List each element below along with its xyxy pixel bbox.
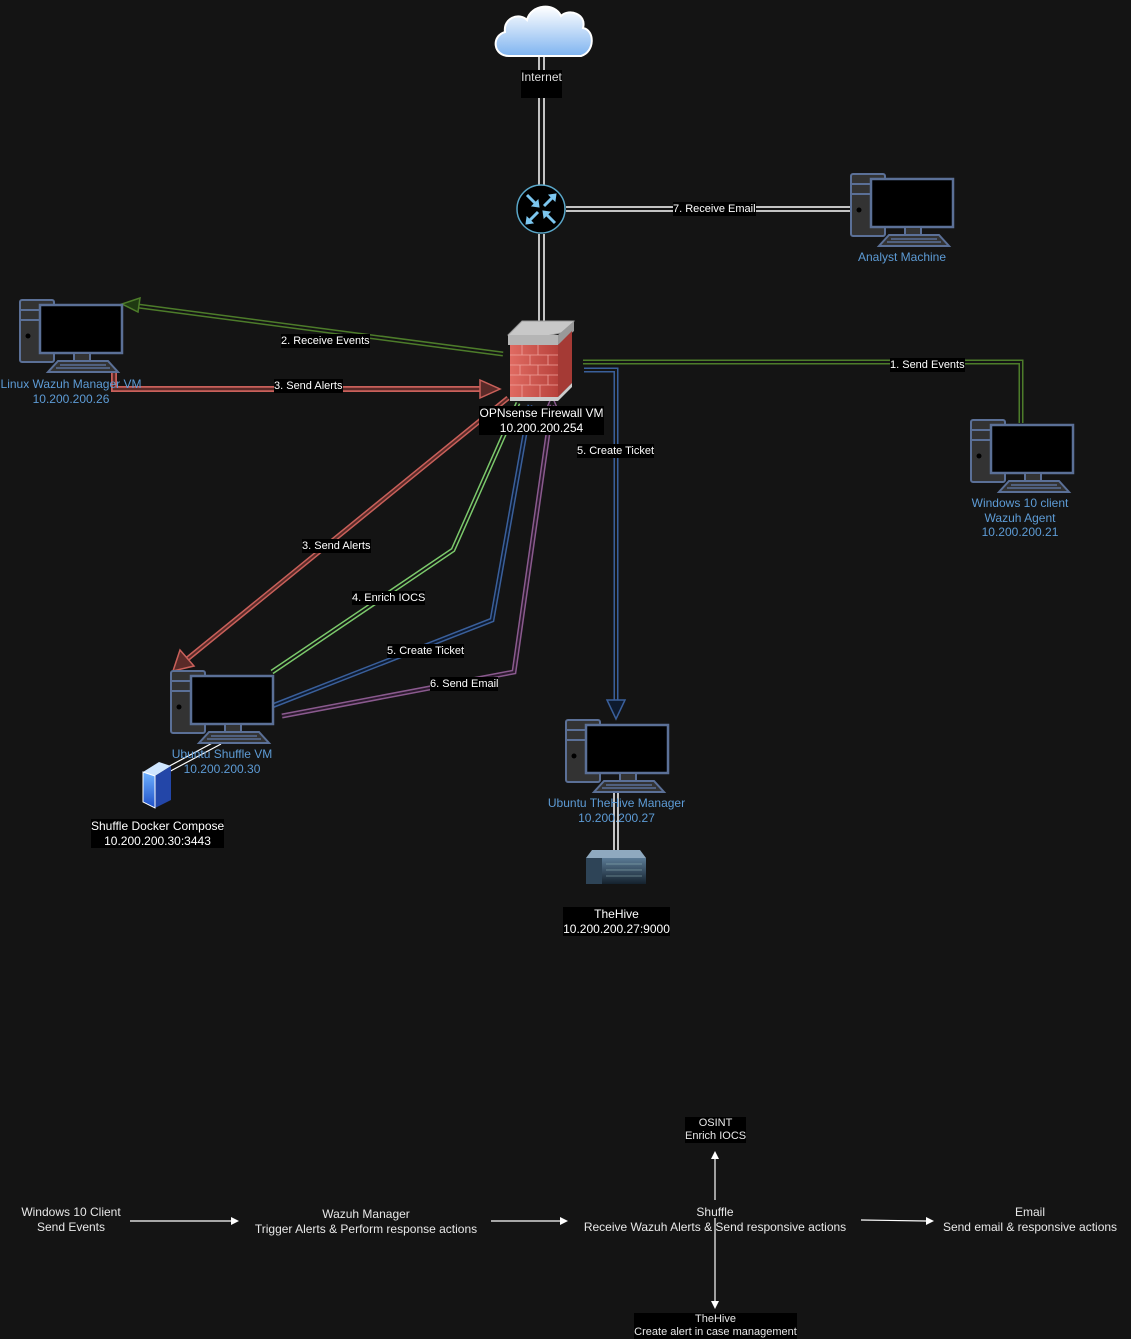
thehive-manager-label: Ubuntu TheHive Manager 10.200.200.27	[546, 796, 687, 825]
cloud-icon	[494, 5, 593, 57]
shuffle-name: Ubuntu Shuffle VM	[171, 747, 273, 761]
flow-shuffle: Shuffle Receive Wazuh Alerts & Send resp…	[578, 1205, 852, 1235]
flow-email: Email Send email & responsive actions	[938, 1205, 1122, 1235]
edge-enrich-iocs	[270, 401, 521, 675]
thehive-manager-ip: 10.200.200.27	[578, 810, 655, 825]
flow-wazuh-desc: Trigger Alerts & Perform response action…	[254, 1222, 478, 1236]
flow-windows: Windows 10 Client Send Events	[12, 1205, 130, 1235]
analyst-label: Analyst Machine	[857, 250, 947, 264]
flow-thehive-title: TheHive	[695, 1313, 736, 1325]
arrowhead-receive-events	[120, 296, 141, 314]
thehive-ip: 10.200.200.27:9000	[563, 921, 670, 936]
flow-wazuh: Wazuh Manager Trigger Alerts & Perform r…	[246, 1207, 486, 1237]
wazuh-label: Linux Wazuh Manager VM 10.200.200.26	[0, 377, 142, 406]
shuffle-label: Ubuntu Shuffle VM 10.200.200.30	[166, 747, 278, 776]
edge-label-receive-email: 7. Receive Email	[673, 202, 756, 216]
flow-shuffle-desc: Receive Wazuh Alerts & Send responsive a…	[583, 1220, 847, 1234]
firewall-name: OPNsense Firewall VM	[479, 406, 604, 420]
shuffle-vm-icon[interactable]	[169, 669, 275, 745]
internet-label: Internet	[521, 70, 562, 98]
firewall-icon[interactable]	[507, 320, 575, 401]
arrowhead-send-alerts-wazuh	[479, 378, 502, 400]
shuffle-ip: 10.200.200.30	[183, 761, 261, 776]
flow-arrow-wazuh-shuffle	[491, 1217, 568, 1225]
windows-sublabel: Wazuh Agent	[984, 510, 1056, 525]
flow-windows-title: Windows 10 Client	[21, 1205, 121, 1219]
thehive-manager-icon[interactable]	[564, 718, 670, 794]
flow-email-desc: Send email & responsive actions	[942, 1220, 1118, 1234]
wazuh-manager-icon[interactable]	[18, 298, 124, 374]
windows-ip: 10.200.200.21	[981, 525, 1059, 539]
firewall-ip: 10.200.200.254	[499, 420, 584, 435]
thehive-manager-name: Ubuntu TheHive Manager	[547, 796, 686, 810]
edge-label-receive-events: 2. Receive Events	[281, 334, 370, 348]
edge-label-send-events: 1. Send Events	[890, 358, 965, 372]
flow-arrow-shuffle-osint	[711, 1151, 719, 1200]
flow-thehive-desc: Create alert in case management	[634, 1326, 797, 1338]
flow-thehive: TheHive Create alert in case management	[634, 1313, 797, 1339]
thehive-label: TheHive 10.200.200.27:9000	[563, 907, 670, 936]
edge-label-enrich-iocs: 4. Enrich IOCS	[352, 591, 426, 605]
docker-name: Shuffle Docker Compose	[91, 819, 225, 833]
windows-name: Windows 10 client	[971, 496, 1069, 510]
edge-router-firewall	[538, 234, 545, 322]
edge-label-create-ticket-shuffle: 5. Create Ticket	[387, 644, 465, 658]
flow-osint: OSINT Enrich IOCS	[685, 1117, 746, 1143]
thehive-name: TheHive	[594, 907, 639, 921]
internet-label-text: Internet	[521, 70, 562, 84]
docker-ip: 10.200.200.30:3443	[104, 833, 211, 848]
edge-send-email	[281, 394, 560, 719]
edge-shuffle-docker	[161, 739, 222, 775]
edge-create-ticket-shuffle	[271, 404, 533, 709]
edge-label-create-ticket-hive: 5. Create Ticket	[577, 444, 655, 458]
flow-arrow-shuffle-email	[860, 1217, 934, 1225]
edge-send-alerts-shuffle	[171, 396, 510, 673]
server-tower-icon[interactable]	[142, 762, 171, 809]
arrowhead-create-ticket-hive	[605, 699, 627, 721]
flow-shuffle-title: Shuffle	[696, 1205, 734, 1219]
router-icon[interactable]	[516, 184, 566, 234]
edge-label-send-alerts-wazuh: 3. Send Alerts	[274, 379, 343, 393]
flow-arrow-shuffle-thehive	[711, 1218, 719, 1309]
analyst-machine-icon[interactable]	[849, 172, 955, 248]
flow-osint-title: OSINT	[698, 1117, 733, 1129]
rack-server-icon[interactable]	[586, 850, 646, 884]
firewall-label: OPNsense Firewall VM 10.200.200.254	[479, 406, 604, 435]
edge-label-send-alerts-shuffle: 3. Send Alerts	[302, 539, 371, 553]
edge-send-alerts-wazuh	[111, 372, 502, 400]
windows-label: Windows 10 client Wazuh Agent 10.200.200…	[963, 496, 1077, 540]
edge-receive-events	[120, 296, 504, 357]
flow-email-title: Email	[1014, 1205, 1045, 1219]
flow-arrow-windows-wazuh	[130, 1217, 239, 1225]
flow-wazuh-title: Wazuh Manager	[322, 1207, 410, 1221]
edge-label-send-email: 6. Send Email	[430, 677, 499, 691]
edge-send-events	[583, 359, 1024, 423]
edge-create-ticket-hive	[584, 367, 627, 721]
windows-client-icon[interactable]	[969, 418, 1075, 494]
arrowhead-send-alerts-shuffle	[171, 648, 196, 673]
flow-osint-desc: Enrich IOCS	[685, 1130, 747, 1142]
wazuh-ip: 10.200.200.26	[32, 391, 110, 406]
wazuh-name: Linux Wazuh Manager VM	[0, 377, 142, 391]
docker-label: Shuffle Docker Compose 10.200.200.30:344…	[91, 819, 224, 848]
flow-windows-desc: Send Events	[36, 1220, 106, 1234]
